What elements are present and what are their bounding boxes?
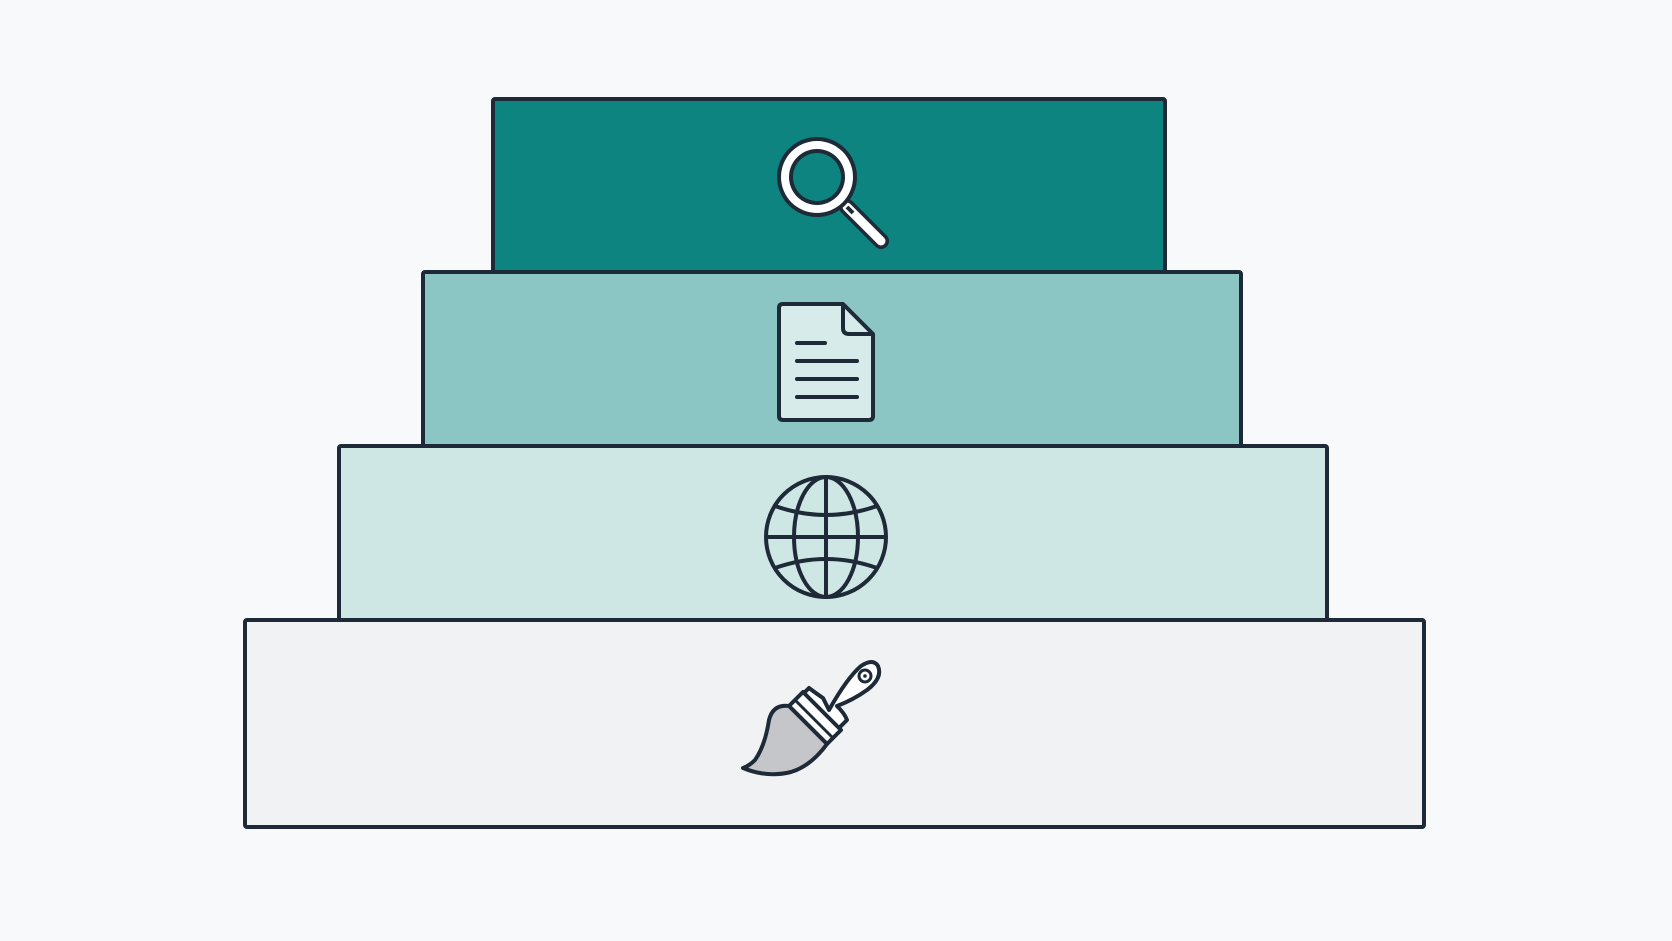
paintbrush-icon: [741, 660, 882, 777]
pyramid-tier-3: [337, 444, 1329, 622]
pyramid-tier-4: [243, 618, 1426, 829]
document-icon: [777, 302, 875, 422]
globe-icon: [764, 475, 888, 599]
pyramid-tier-2: [421, 270, 1243, 448]
magnifier-icon: [777, 137, 889, 249]
pyramid-tier-1: [491, 97, 1167, 274]
